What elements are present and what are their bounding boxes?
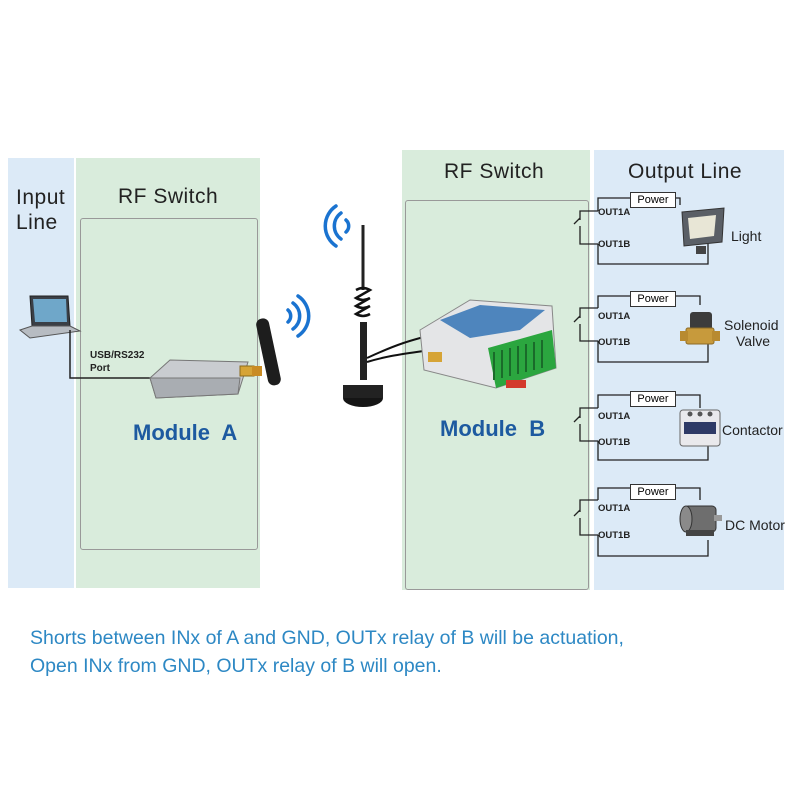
out1b-label-1: OUT1B [598, 239, 631, 250]
module-b-label: Module B [440, 416, 546, 441]
module-b-inner-box [405, 200, 589, 590]
caption: Shorts between INx of A and GND, OUTx re… [30, 624, 790, 680]
output-line-panel-title: Output Line [628, 160, 743, 183]
out1b-label-4: OUT1B [598, 530, 631, 541]
out1a-label-2: OUT1A [598, 311, 631, 322]
caption-line-1: Shorts between INx of A and GND, OUTx re… [30, 627, 624, 649]
signal-wave-icon-a [286, 294, 311, 338]
input-line-title-line2: Line [16, 211, 58, 234]
out1b-label-2: OUT1B [598, 337, 631, 348]
usb-cable [69, 330, 160, 379]
floodlight-icon [681, 207, 725, 254]
device-label-contactor: Contactor [722, 422, 783, 438]
magnetic-antenna-icon [343, 225, 441, 407]
input-line-panel [8, 158, 74, 588]
power-box-4: Power [630, 484, 676, 500]
signal-wave-icon-b [323, 204, 351, 248]
module-a-antenna-icon [256, 318, 281, 386]
out1b-label-3: OUT1B [598, 437, 631, 448]
module-b-panel-title: RF Switch [444, 160, 545, 183]
power-box-3: Power [630, 391, 676, 407]
module-a-device-icon [149, 359, 262, 399]
module-a-label: Module A [133, 420, 238, 445]
contactor-icon [679, 409, 721, 447]
output-wiring [573, 197, 709, 557]
power-box-1: Power [630, 192, 676, 208]
caption-line-2: Open INx from GND, OUTx relay of B will … [30, 655, 442, 677]
device-label-solenoid-line1: Solenoid [724, 317, 779, 333]
solenoid-valve-icon [680, 312, 720, 345]
module-a-panel-title: RF Switch [118, 185, 219, 208]
module-b-relay-device-icon [419, 299, 557, 389]
usb-port-label-line2: Port [90, 363, 110, 374]
device-label-dc-motor: DC Motor [725, 517, 785, 533]
device-label-light: Light [731, 228, 762, 244]
device-label-solenoid-line2: Valve [736, 333, 770, 349]
out1a-label-4: OUT1A [598, 503, 631, 514]
input-line-title-line1: Input [16, 186, 66, 209]
out1a-label-3: OUT1A [598, 411, 631, 422]
out1a-label-1: OUT1A [598, 207, 631, 218]
usb-port-label-line1: USB/RS232 [90, 350, 145, 361]
dc-motor-icon [679, 505, 722, 536]
laptop-icon [18, 295, 82, 339]
power-box-2: Power [630, 291, 676, 307]
